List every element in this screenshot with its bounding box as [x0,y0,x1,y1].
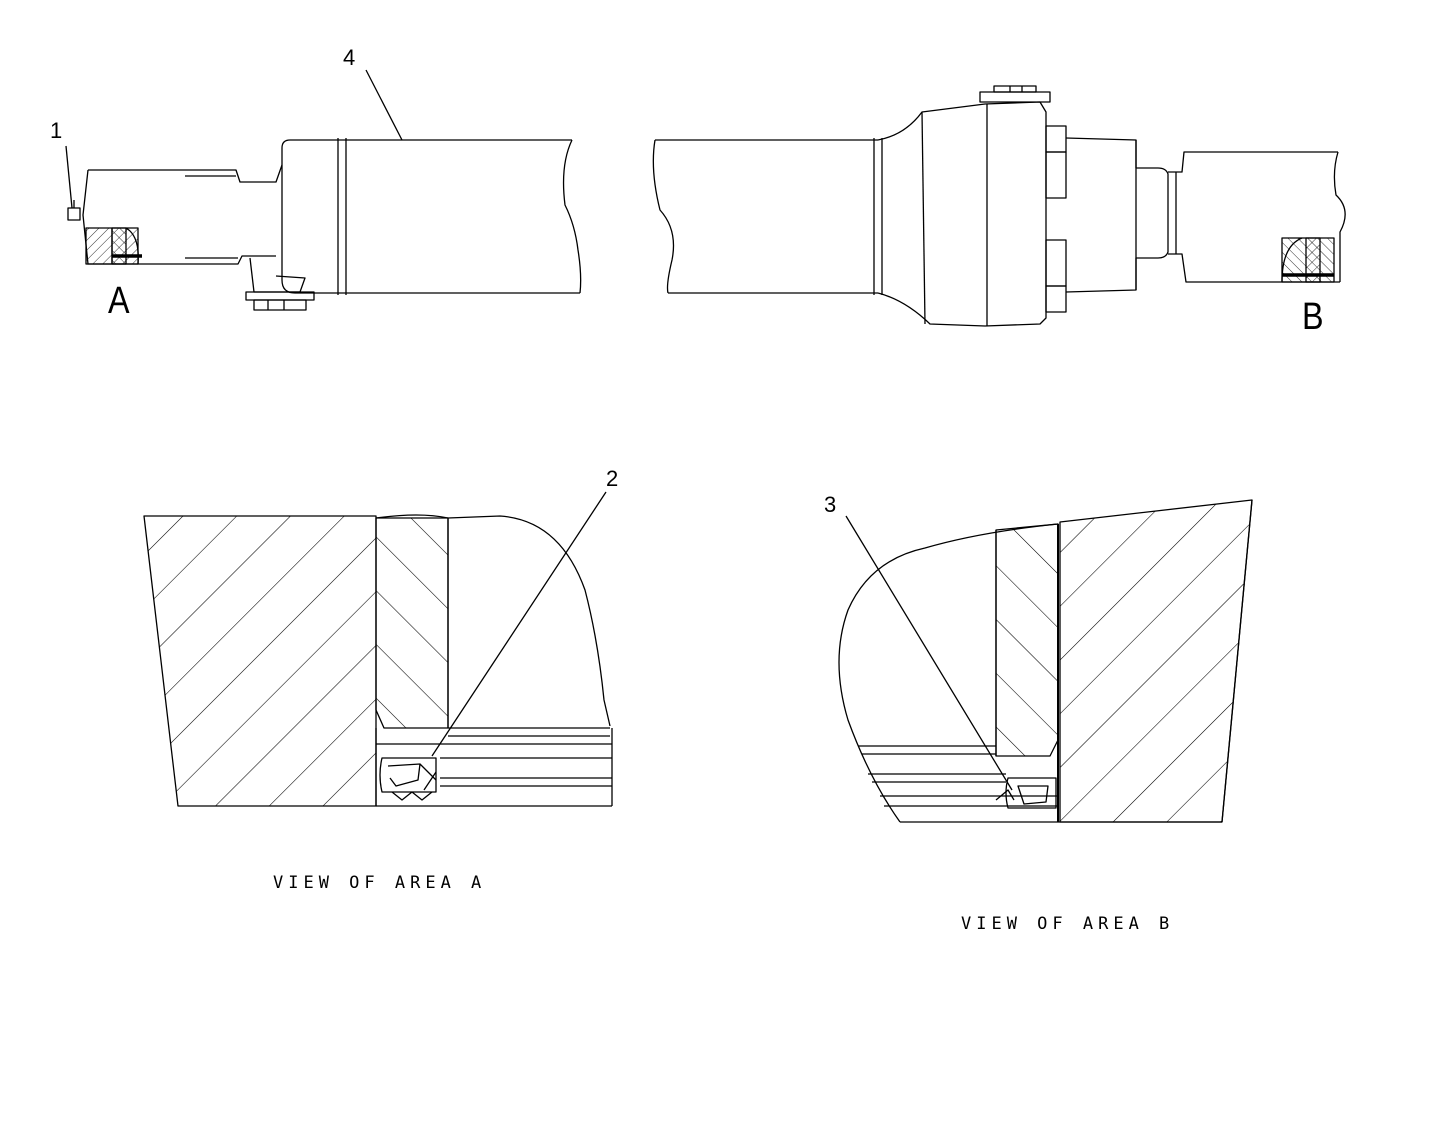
cylinder-rod-end [67,138,582,311]
detail-view-b [838,499,1253,823]
leader-3 [845,515,1013,791]
leader-2 [431,491,607,757]
detail-view-a [143,514,613,807]
area-label-b: B [1302,296,1324,338]
callout-1: 1 [50,118,63,143]
leader-1 [65,145,73,209]
callout-4: 4 [343,45,356,70]
caption-view-a: VIEW OF AREA A [273,873,487,893]
caption-view-b: VIEW OF AREA B [961,914,1175,934]
callout-2: 2 [606,466,619,491]
callout-3: 3 [824,492,837,517]
cylinder-head-end [652,85,1346,327]
leader-4 [365,69,403,141]
area-label-a: A [108,280,130,322]
